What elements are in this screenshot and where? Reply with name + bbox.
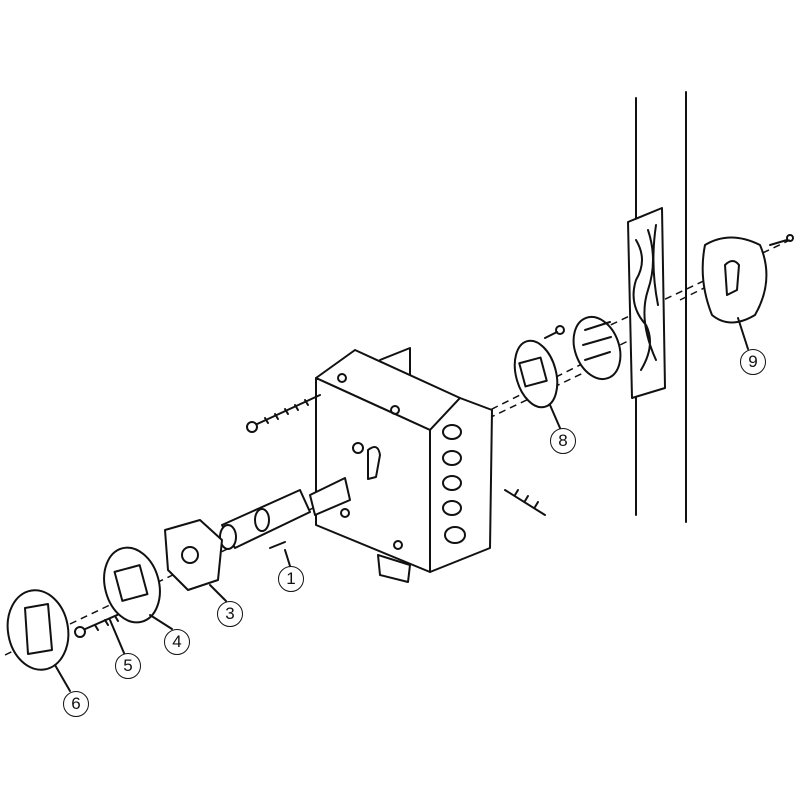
rose-8 — [513, 316, 622, 409]
lock-case — [315, 347, 493, 583]
callout-6: 6 — [63, 691, 89, 717]
callout-4: 4 — [164, 629, 190, 655]
door-frame — [627, 91, 687, 523]
rose-4 — [103, 546, 161, 624]
escutcheon-plate-9 — [701, 234, 794, 324]
callout-8: 8 — [550, 428, 576, 454]
callout-5: 5 — [115, 653, 141, 679]
rose-6 — [6, 589, 70, 671]
callout-leaders — [54, 317, 749, 692]
callout-1: 1 — [278, 566, 304, 592]
cylinder — [219, 477, 351, 550]
case-holes — [337, 373, 466, 550]
adaptor-block-3 — [164, 519, 223, 591]
callout-3: 3 — [217, 601, 243, 627]
screws — [74, 394, 546, 638]
callout-9: 9 — [740, 349, 766, 375]
